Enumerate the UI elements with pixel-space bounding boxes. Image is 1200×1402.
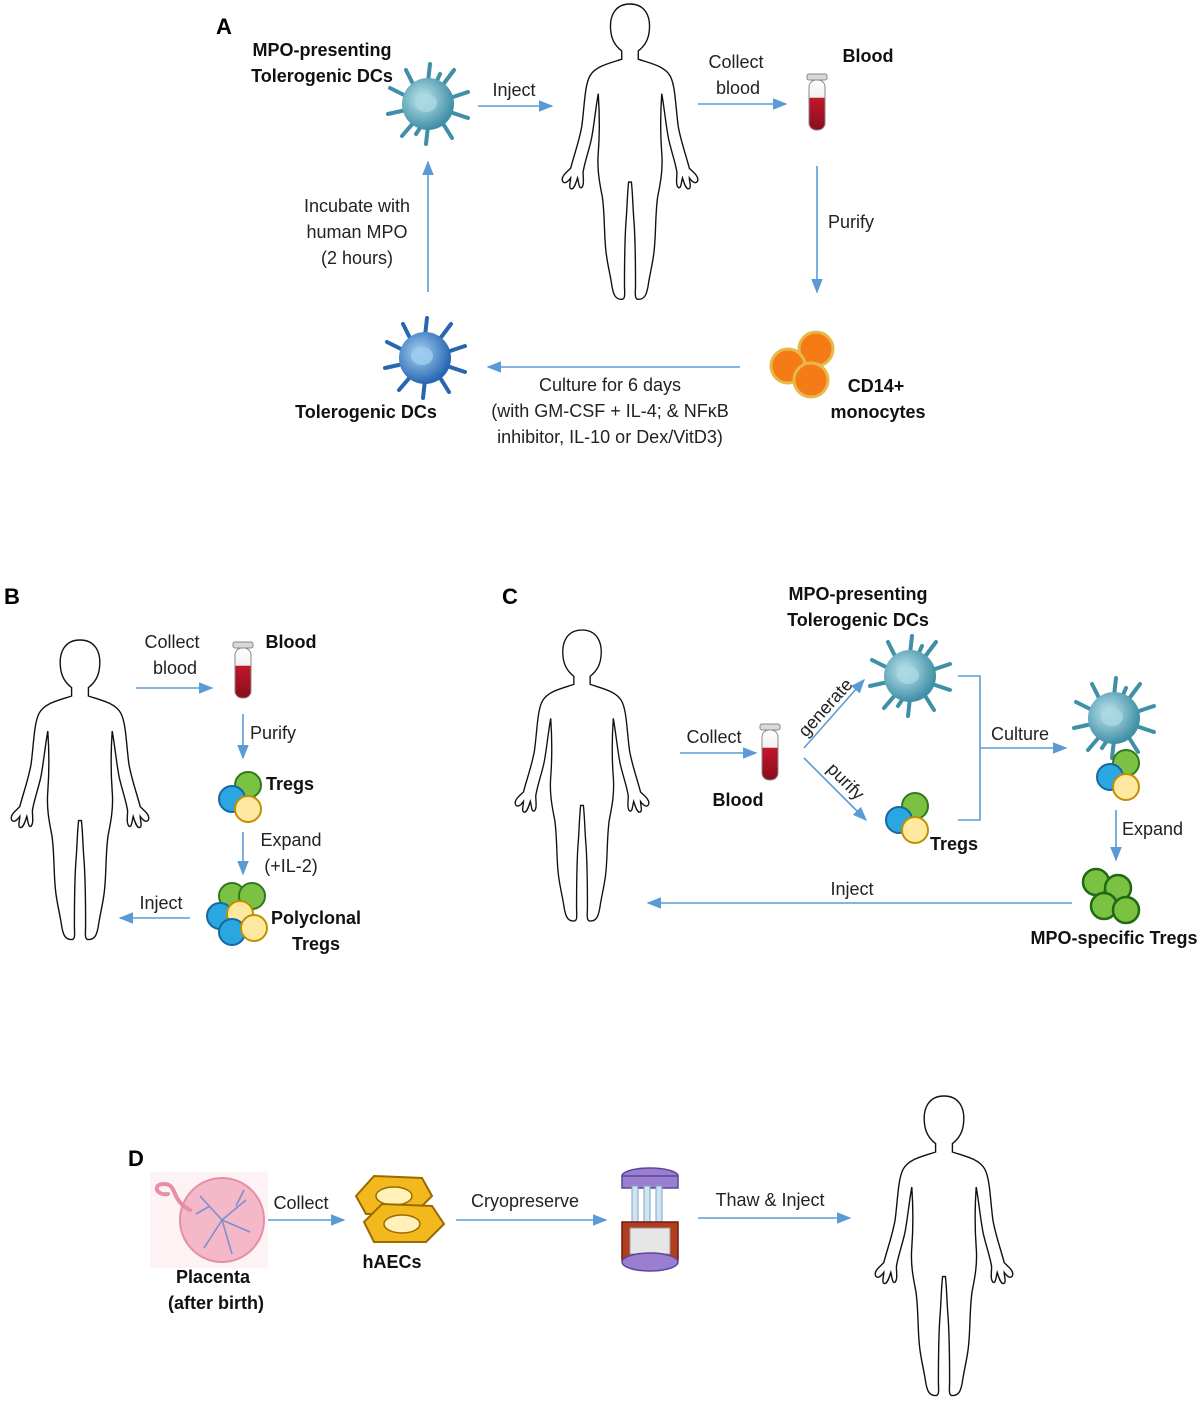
blood-tube-icon [759, 723, 781, 781]
placenta-line2: (after birth) [168, 1293, 264, 1313]
panel-a: A MPO-presenting Tolerogenic DCs Inject … [216, 3, 926, 447]
blood-tube-icon [806, 73, 828, 131]
incubate-line2: human MPO [306, 222, 407, 242]
mpo-dc-label-line2: Tolerogenic DCs [787, 610, 929, 630]
cryo-container-icon [621, 1167, 679, 1272]
purify-label: Purify [250, 723, 296, 743]
panel-a-letter: A [216, 14, 232, 39]
mpo-dendritic-cell-icon [868, 634, 952, 718]
collect-label: Collect [273, 1193, 328, 1213]
cryopreserve-label: Cryopreserve [471, 1191, 579, 1211]
culture-line1: Culture for 6 days [539, 375, 681, 395]
culture-line2: (with GM-CSF + IL-4; & NFκB [491, 401, 729, 421]
culture-label: Culture [991, 724, 1049, 744]
cd14-monocytes-icon [769, 330, 835, 399]
collect-blood-line1: Collect [144, 632, 199, 652]
collect-blood-line1: Collect [708, 52, 763, 72]
incubate-line3: (2 hours) [321, 248, 393, 268]
generate-label: generate [794, 674, 856, 740]
collect-blood-line2: blood [153, 658, 197, 678]
mpo-dendritic-cell-icon [386, 62, 470, 146]
panel-d-letter: D [128, 1146, 144, 1171]
mpo-specific-tregs-icon [1081, 867, 1141, 925]
polyclonal-line1: Polyclonal [271, 908, 361, 928]
tregs-icon [218, 771, 262, 823]
panel-d: D Placenta (after birth) Collect hAECs C… [128, 1095, 1014, 1397]
tregs-icon [1096, 749, 1140, 801]
thaw-inject-label: Thaw & Inject [715, 1190, 824, 1210]
human-silhouette-icon [10, 639, 150, 941]
panel-b: B Collect blood Blood Purify Tregs Expan… [4, 584, 361, 954]
panel-b-letter: B [4, 584, 20, 609]
mpo-dc-label-line1: MPO-presenting [252, 40, 391, 60]
purify-label: purify [823, 759, 868, 804]
mpo-dc-label-line2: Tolerogenic DCs [251, 66, 393, 86]
merge-bracket [958, 675, 981, 821]
panel-c-letter: C [502, 584, 518, 609]
purify-label: Purify [828, 212, 874, 232]
collect-blood-line2: blood [716, 78, 760, 98]
inject-label: Inject [830, 879, 873, 899]
culture-line3: inhibitor, IL-10 or Dex/VitD3) [497, 427, 723, 447]
blood-label: Blood [843, 46, 894, 66]
collect-label: Collect [686, 727, 741, 747]
panel-c: C Collect Blood MPO-presenting Tolerogen… [502, 584, 1198, 948]
human-silhouette-icon [514, 629, 650, 922]
purify-arrow [803, 757, 868, 822]
tregs-label: Tregs [930, 834, 978, 854]
blood-tube-icon [232, 641, 254, 699]
tregs-label: Tregs [266, 774, 314, 794]
cd14-label-line2: monocytes [830, 402, 925, 422]
incubate-line1: Incubate with [304, 196, 410, 216]
generate-arrow [803, 678, 865, 749]
expand-line2: (+IL-2) [264, 856, 318, 876]
inject-label: Inject [492, 80, 535, 100]
polyclonal-line2: Tregs [292, 934, 340, 954]
expand-label: Expand [1122, 819, 1183, 839]
human-silhouette-icon [561, 3, 699, 301]
tregs-icon [885, 792, 929, 844]
tolerogenic-dendritic-cell-icon [383, 316, 467, 400]
mpo-dendritic-cell-icon [1072, 676, 1156, 760]
blood-label: Blood [713, 790, 764, 810]
polyclonal-tregs-icon [206, 882, 268, 946]
haecs-label: hAECs [362, 1252, 421, 1272]
haecs-icon [354, 1174, 446, 1243]
placenta-icon [150, 1172, 268, 1268]
blood-label: Blood [266, 632, 317, 652]
human-silhouette-icon [874, 1095, 1014, 1397]
cd14-label-line1: CD14+ [848, 376, 905, 396]
expand-line1: Expand [260, 830, 321, 850]
inject-label: Inject [139, 893, 182, 913]
mpo-specific-tregs-label: MPO-specific Tregs [1030, 928, 1197, 948]
placenta-line1: Placenta [176, 1267, 251, 1287]
mpo-dc-label-line1: MPO-presenting [788, 584, 927, 604]
tolerogenic-dc-label: Tolerogenic DCs [295, 402, 437, 422]
